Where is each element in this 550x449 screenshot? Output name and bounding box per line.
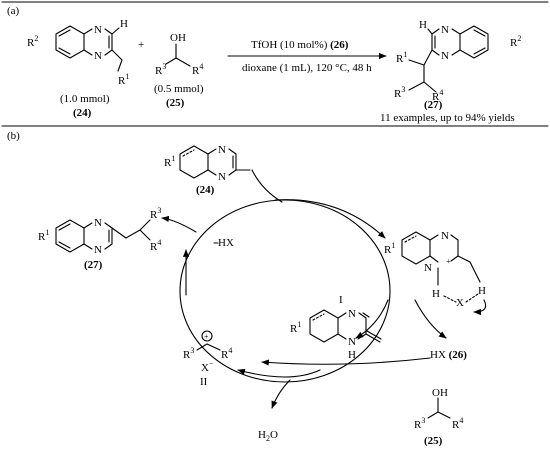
cycle-arrow-top	[274, 199, 386, 239]
arrow-alcohol-in	[261, 357, 431, 366]
reactant-24-rings	[55, 25, 123, 72]
intermediate-label-i: I	[339, 294, 343, 306]
arrow-to-27	[161, 215, 197, 233]
substituent-r3: R3	[183, 346, 194, 361]
arrow-to-hx-26	[414, 299, 447, 339]
counter-anion: X−	[201, 359, 214, 374]
reactant-24-number: (24)	[73, 107, 92, 119]
ring-n-atom: N	[348, 336, 356, 348]
reactant-25-amount: (0.5 mmol)	[154, 83, 204, 95]
substituent-r1: R1	[396, 50, 407, 65]
ring-n-atom: N	[441, 50, 449, 62]
conditions-line-2: dioxane (1 mL), 120 °C, 48 h	[242, 62, 372, 74]
substituent-r1: R1	[164, 154, 175, 169]
product-scope: 11 examples, up to 94% yields	[380, 112, 515, 124]
catalytic-cycle	[179, 199, 391, 383]
substituent-r4: R4	[452, 416, 463, 431]
ring-n-atom: N	[348, 308, 356, 320]
substituent-r4: R4	[221, 346, 232, 361]
ring-n-atom: N	[218, 144, 226, 156]
substituent-r2: R2	[27, 34, 38, 49]
water-byproduct: H2O	[258, 429, 278, 443]
activated-intermediate-structure: N N + R1 H X H	[384, 230, 487, 316]
panel-frame	[1, 1, 549, 127]
substituent-r1: R1	[384, 241, 395, 256]
catalyst-hx: HX (26)	[430, 349, 467, 361]
panel-b-label: (b)	[7, 130, 20, 142]
substituent-r1: R1	[290, 320, 301, 335]
intermediate-label-ii: II	[200, 376, 208, 388]
reactant-24-structure: N N H R2 R1	[27, 18, 129, 87]
hx-release: HX	[218, 237, 234, 249]
alcohol-25-structure: OH R3 R4	[414, 387, 463, 431]
compound-24-structure: N N R1	[164, 144, 251, 183]
reactant-24-amount: (1.0 mmol)	[60, 93, 110, 105]
panel-a-label: (a)	[7, 5, 20, 17]
product-27-structure: H N N R1 R2 R3 R4	[394, 19, 521, 103]
substituent-r4: R4	[150, 238, 161, 253]
positive-charge: +	[446, 257, 451, 266]
substituent-r3: R3	[155, 62, 166, 77]
oh-group: OH	[432, 387, 448, 399]
plus-sign: +	[138, 39, 144, 51]
h-atom: H	[478, 285, 486, 297]
substituent-r3: R3	[394, 85, 405, 100]
product-27-number: (27)	[424, 99, 443, 111]
ring-n-atom: N	[441, 24, 449, 36]
substituent-r3: R3	[150, 206, 161, 221]
carbocation-intermediate-structure: + R3 R4 X−	[183, 330, 232, 374]
cycle-arrow-bottom	[237, 368, 321, 378]
reactant-25-number: (25)	[166, 97, 185, 109]
ring-n-atom: N	[94, 24, 102, 36]
substituent-r1: R1	[38, 228, 49, 243]
compound-27-structure: N N R1 R3 R4	[38, 206, 161, 256]
ring-n-atom: N	[94, 217, 102, 229]
conditions-line-1: TfOH (10 mol%) (26)	[251, 39, 349, 51]
ring-n-atom: N	[218, 171, 226, 183]
arrow-from-24	[251, 169, 283, 203]
oh-group: OH	[170, 32, 186, 44]
arrow-to-water	[271, 379, 291, 409]
ring-n-atom: N	[94, 50, 102, 62]
x-atom: X	[456, 297, 464, 309]
substituent-r3: R3	[414, 416, 425, 431]
substituent-r2: R2	[510, 34, 521, 49]
reactant-25-structure: OH R3 R4	[155, 32, 203, 77]
alcohol-25-number: (25)	[424, 435, 443, 447]
substituent-r1: R1	[118, 72, 129, 87]
protonated-n: N	[424, 262, 432, 274]
substituent-r4: R4	[432, 88, 443, 103]
nh-hydrogen: H	[348, 349, 356, 361]
ring-h-atom: H	[419, 19, 427, 31]
ring-h-atom: H	[120, 18, 128, 30]
cycle-arrow-right	[355, 299, 389, 339]
h-atom: H	[432, 288, 440, 300]
ring-n-atom: N	[94, 244, 102, 256]
compound-27-number: (27)	[84, 259, 103, 271]
ring-n-atom: N	[441, 230, 449, 242]
enamine-intermediate-structure: N N H R1	[290, 308, 382, 361]
carbocation-charge: +	[204, 332, 209, 341]
compound-24-number: (24)	[196, 184, 215, 196]
substituent-r4: R4	[192, 62, 203, 77]
